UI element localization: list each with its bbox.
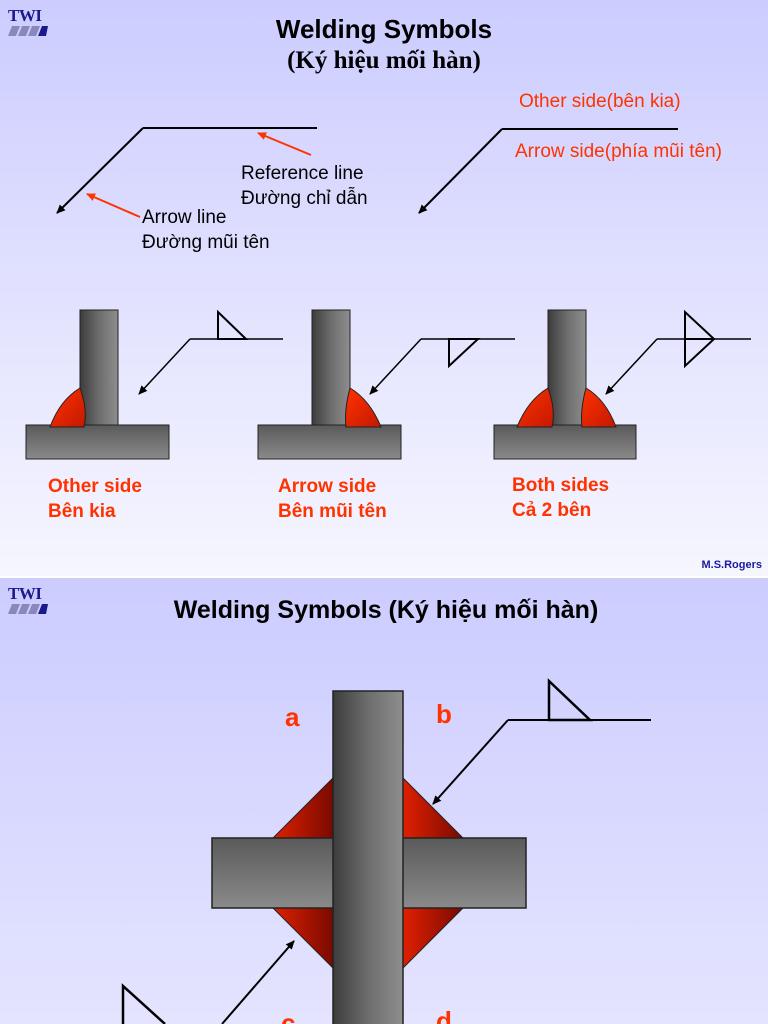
slide2-diagram xyxy=(121,678,651,1024)
fillet-symbol-icon xyxy=(121,983,166,1024)
twi-logo-mark-icon xyxy=(8,604,48,614)
example-caption-vi: Bên mũi tên xyxy=(278,501,387,522)
page-title: Welding Symbols xyxy=(275,14,493,44)
slide-2: TWI Welding Symbols (Ký hiệu mối hàn) xyxy=(0,578,768,1024)
cruciform-joint xyxy=(211,690,527,1024)
author-credit: M.S.Rogers xyxy=(701,559,762,571)
page-subtitle: (Ký hiệu mối hàn) xyxy=(287,47,481,74)
fillet-weld-right xyxy=(345,387,382,428)
fillet-symbol-below-icon xyxy=(448,338,481,369)
example-caption-vi: Bên kia xyxy=(48,501,116,522)
reference-arrow-diagram-left xyxy=(56,127,317,218)
arrow-line-pointer xyxy=(86,193,141,218)
reference-line-label-vi: Đường chỉ dẫn xyxy=(241,188,368,209)
reference-arrow-diagram-right xyxy=(418,128,678,214)
arrow-side-label: Arrow side(phía mũi tên) xyxy=(515,141,722,162)
arrow-line-label-en: Arrow line xyxy=(142,207,227,228)
example-caption-other-side: Other side Bên kia xyxy=(48,474,142,524)
reference-line-pointer xyxy=(257,132,312,156)
example-caption-both-sides: Both sides Cả 2 bên xyxy=(512,473,609,523)
slide-1: TWI Welding Symbols (Ký hiệu mối hàn) xyxy=(0,0,768,576)
label-b: b xyxy=(436,699,452,729)
tee-joint-other-side xyxy=(25,309,283,460)
example-caption-en: Both sides xyxy=(512,475,610,496)
reference-line-label-en: Reference line xyxy=(241,163,364,184)
reference-line-label: Reference line Đường chỉ dẫn xyxy=(241,161,368,211)
weld-a xyxy=(271,776,334,839)
twi-logo-text: TWI xyxy=(8,584,42,603)
twi-logo: TWI xyxy=(8,585,48,621)
weld-c xyxy=(271,907,334,970)
slide1-diagram xyxy=(25,127,751,460)
example-caption-arrow-side: Arrow side Bên mũi tên xyxy=(278,474,387,524)
example-caption-en: Arrow side xyxy=(278,476,377,497)
example-caption-vi: Cả 2 bên xyxy=(512,500,592,521)
other-side-label: Other side(bên kia) xyxy=(519,91,681,112)
tee-joint-both-sides xyxy=(493,309,751,460)
label-d: d xyxy=(436,1006,452,1024)
twi-logo-text: TWI xyxy=(8,6,42,25)
tee-joint-arrow-side xyxy=(257,309,515,460)
weld-symbol-other xyxy=(121,940,295,1024)
twi-logo: TWI xyxy=(8,7,48,43)
fillet-weld-left xyxy=(49,387,86,428)
fillet-symbol-icon xyxy=(547,678,594,722)
arrow-line-label: Arrow line Đường mũi tên xyxy=(142,205,270,255)
example-caption-en: Other side xyxy=(48,476,142,497)
twi-logo-mark-icon xyxy=(8,26,48,36)
arrow-line-label-vi: Đường mũi tên xyxy=(142,232,270,253)
weld-d xyxy=(402,907,465,970)
weld-symbol-arrow-side xyxy=(432,678,651,805)
label-c: c xyxy=(281,1008,296,1024)
fillet-symbol-above-icon xyxy=(217,309,249,340)
label-a: a xyxy=(285,702,300,732)
page-title: Welding Symbols (Ký hiệu mối hàn) xyxy=(173,596,599,624)
weld-b xyxy=(402,776,465,839)
